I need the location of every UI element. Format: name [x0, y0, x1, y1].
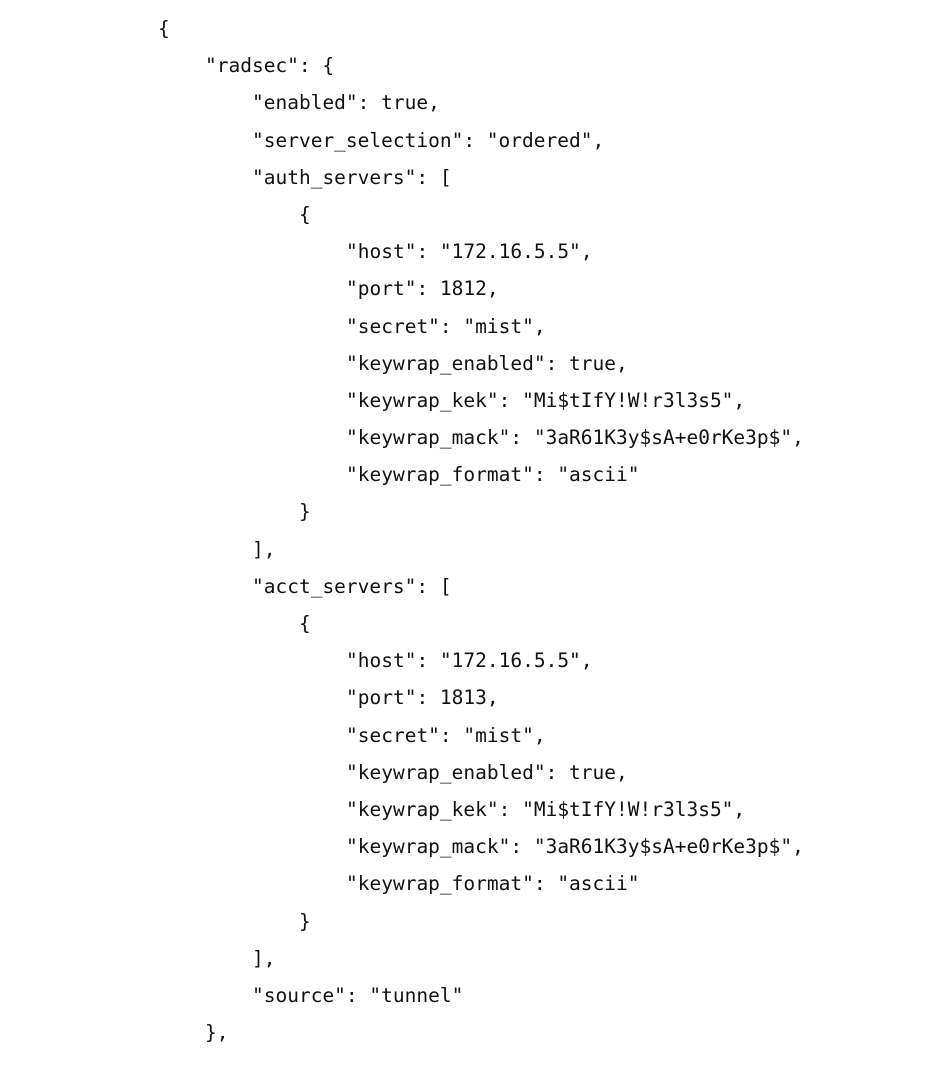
code-line: "keywrap_format": "ascii"	[346, 872, 640, 896]
code-line: }	[299, 909, 311, 933]
code-line: "keywrap_enabled": true,	[346, 351, 628, 375]
code-line: "keywrap_format": "ascii"	[346, 463, 640, 487]
code-line: {	[299, 202, 311, 226]
code-line: "keywrap_kek": "Mi$tIfY!W!r3l3s5",	[346, 797, 746, 821]
code-line: "keywrap_mack": "3aR61K3y$sA+e0rKe3p$",	[346, 835, 804, 859]
code-line: "port": 1812,	[346, 277, 499, 301]
code-line: "secret": "mist",	[346, 723, 546, 747]
code-line: {	[299, 612, 311, 635]
code-line: },	[205, 1021, 229, 1045]
code-line: "port": 1813,	[346, 686, 499, 710]
code-line: {	[158, 17, 170, 40]
code-line: "radsec": {	[205, 54, 335, 78]
code-line: "host": "172.16.5.5",	[346, 240, 593, 264]
code-line: "secret": "mist",	[346, 314, 546, 338]
code-line: "keywrap_enabled": true,	[346, 760, 628, 784]
code-line: "keywrap_kek": "Mi$tIfY!W!r3l3s5",	[346, 388, 746, 412]
code-line: "acct_servers": [	[252, 574, 452, 598]
code-line: }	[299, 500, 311, 524]
code-line: "keywrap_mack": "3aR61K3y$sA+e0rKe3p$",	[346, 426, 804, 450]
code-line: "source": "tunnel"	[252, 983, 464, 1007]
code-line: "server_selection": "ordered",	[252, 128, 605, 152]
code-line: "enabled": true,	[252, 91, 440, 115]
code-line: ],	[252, 946, 276, 970]
code-line: "auth_servers": [	[252, 165, 452, 189]
code-line: ],	[252, 537, 276, 561]
json-code-block: { "radsec": { "enabled": true, "server_s…	[158, 10, 804, 1051]
code-line: "host": "172.16.5.5",	[346, 649, 593, 673]
